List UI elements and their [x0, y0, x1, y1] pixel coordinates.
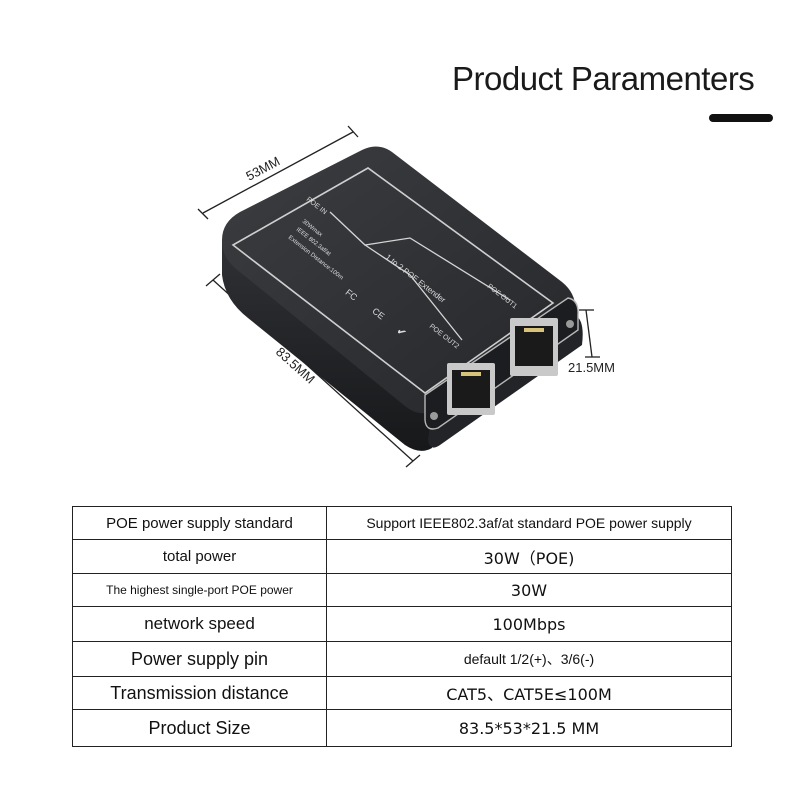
spec-label: The highest single-port POE power — [72, 573, 327, 607]
spec-label: Product Size — [72, 709, 327, 747]
table-row: Transmission distance CAT5、CAT5E≤100M — [72, 676, 732, 710]
printed-line-branch — [364, 244, 463, 341]
spec-value: 100Mbps — [326, 606, 732, 642]
table-row: POE power supply standard Support IEEE80… — [72, 506, 732, 540]
page-title: Product Paramenters — [452, 60, 755, 97]
spec-label: Transmission distance — [72, 676, 327, 710]
spec-value: default 1/2(+)、3/6(-) — [326, 641, 732, 677]
spec-label: POE power supply standard — [72, 506, 327, 540]
label-frame — [231, 167, 555, 394]
screw-left — [430, 412, 438, 420]
device-top — [222, 146, 576, 414]
title-underline — [709, 114, 773, 122]
spec-table: POE power supply standard Support IEEE80… — [72, 506, 732, 747]
spec-value: 83.5*53*21.5 MM — [326, 709, 732, 747]
rj45-port-out2 — [447, 363, 495, 415]
spec-value: CAT5、CAT5E≤100M — [326, 676, 732, 710]
spec-label: total power — [72, 539, 327, 574]
spec-value: 30W（POE) — [326, 539, 732, 574]
spec-value: 30W — [326, 573, 732, 607]
dimension-width-label: 53MM — [243, 153, 282, 183]
printed-line — [329, 211, 511, 301]
spec-label: Power supply pin — [72, 641, 327, 677]
spec-value: Support IEEE802.3af/at standard POE powe… — [326, 506, 732, 540]
table-row: The highest single-port POE power 30W — [72, 573, 732, 607]
product-image: POE IN 30Wmax IEEE 802.3af/at Extension … — [197, 125, 615, 468]
table-row: Power supply pin default 1/2(+)、3/6(-) — [72, 641, 732, 677]
rj45-port-out1 — [510, 318, 558, 376]
table-row: Product Size 83.5*53*21.5 MM — [72, 709, 732, 747]
spec-label: network speed — [72, 606, 327, 642]
table-row: network speed 100Mbps — [72, 606, 732, 642]
table-row: total power 30W（POE) — [72, 539, 732, 574]
dimension-height-label: 21.5MM — [568, 360, 615, 375]
screw-right — [566, 320, 574, 328]
